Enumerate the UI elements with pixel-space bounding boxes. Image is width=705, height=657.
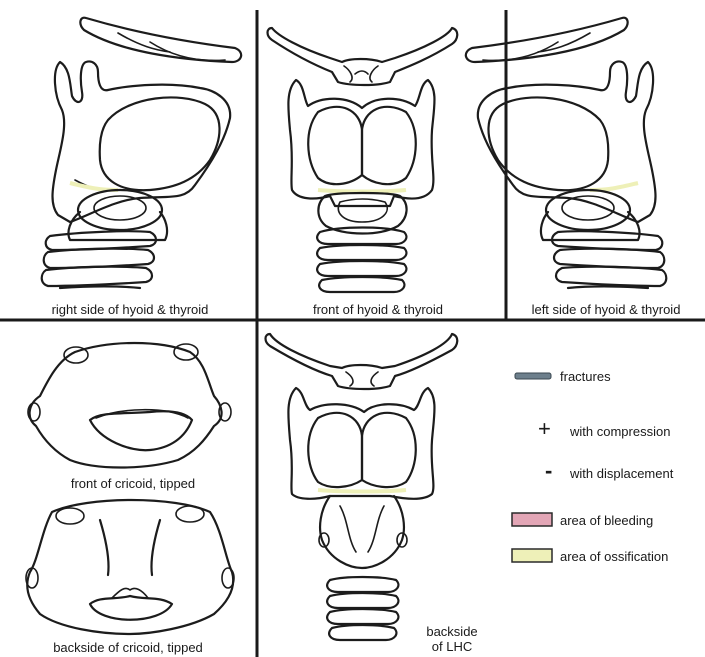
legend-fractures: fractures — [560, 369, 611, 384]
label-front: front of hyoid & thyroid — [313, 302, 443, 317]
lhc-backside-drawing — [266, 334, 458, 640]
legend-compression: with compression — [570, 424, 670, 439]
compression-symbol: + — [538, 418, 551, 440]
label-lhc-back-line1: backside — [426, 624, 477, 639]
fracture-swatch — [515, 373, 551, 379]
left-side-hyoid-thyroid-drawing — [466, 18, 666, 288]
legend-bleeding: area of bleeding — [560, 513, 653, 528]
bleeding-swatch — [512, 513, 552, 526]
right-side-hyoid-thyroid-drawing — [42, 18, 241, 288]
label-cricoid-back: backside of cricoid, tipped — [53, 640, 203, 655]
front-hyoid-thyroid-drawing — [268, 28, 458, 292]
legend-displacement: with displacement — [570, 466, 673, 481]
legend-ossification: area of ossification — [560, 549, 668, 564]
displacement-symbol: - — [545, 460, 552, 482]
cricoid-front-drawing — [28, 343, 231, 468]
label-right-side: right side of hyoid & thyroid — [52, 302, 209, 317]
ossification-swatch — [512, 549, 552, 562]
label-cricoid-front: front of cricoid, tipped — [71, 476, 195, 491]
label-left-side: left side of hyoid & thyroid — [532, 302, 681, 317]
cricoid-back-drawing — [26, 500, 234, 634]
label-lhc-back-line2: of LHC — [432, 639, 472, 654]
